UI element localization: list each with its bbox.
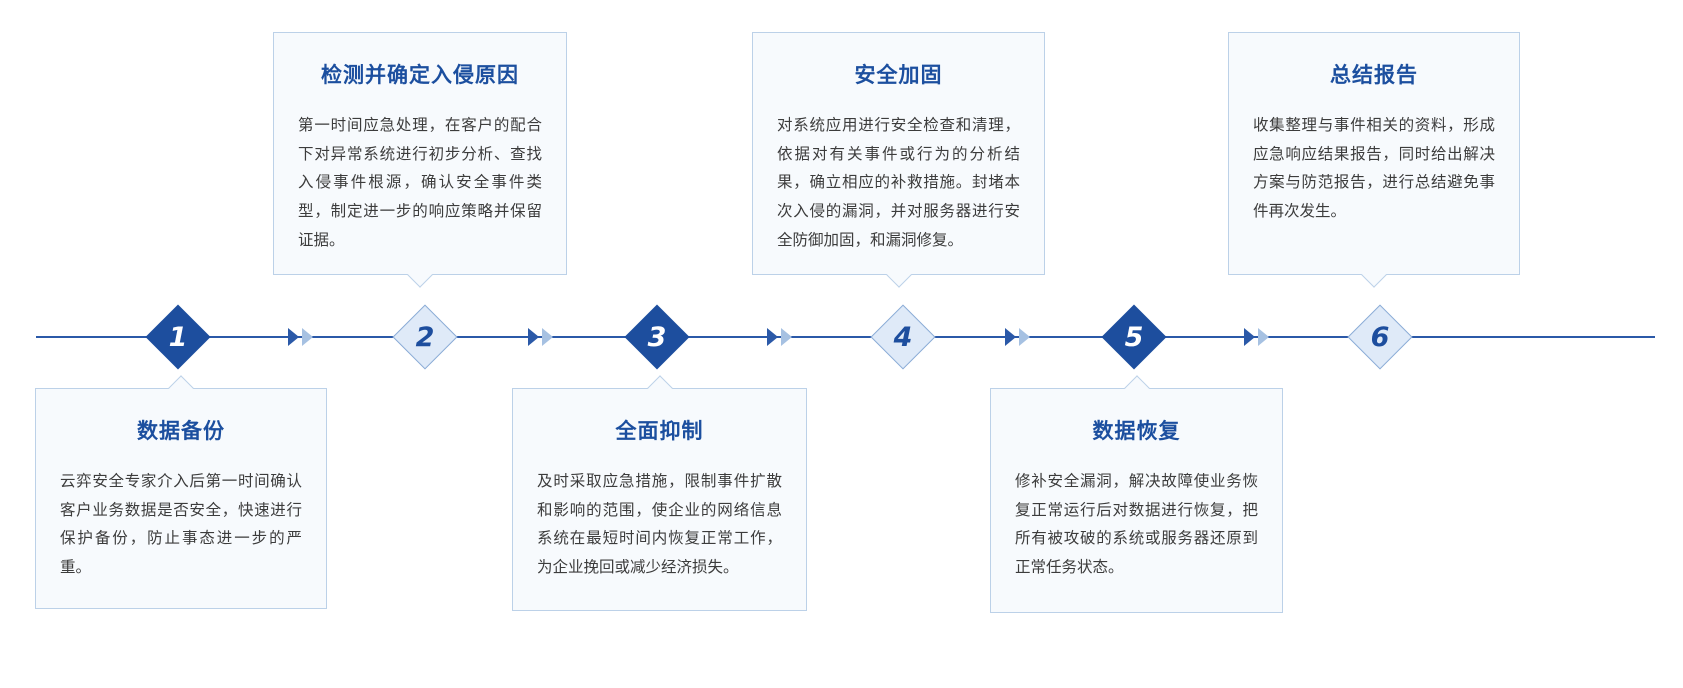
step-node-6: 6 (1344, 301, 1416, 373)
step-node-4: 4 (867, 301, 939, 373)
step-body: 对系统应用进行安全检查和清理，依据对有关事件或行为的分析结果，确立相应的补救措施… (777, 116, 1020, 249)
step-number: 3 (647, 321, 667, 353)
step-card-6: 总结报告 收集整理与事件相关的资料，形成应急响应结果报告，同时给出解决方案与防范… (1228, 32, 1520, 288)
step-title: 数据备份 (137, 419, 225, 443)
step-title: 总结报告 (1330, 63, 1418, 87)
arrow-icon (1241, 326, 1273, 348)
card-pointer-down (885, 262, 912, 288)
timeline-axis (36, 336, 1655, 338)
step-body: 及时采取应急措施，限制事件扩散和影响的范围，使企业的网络信息系统在最短时间内恢复… (537, 472, 782, 577)
step-card-5: 数据恢复 修补安全漏洞，解决故障使业务恢复正常运行后对数据进行恢复，把所有被攻破… (990, 375, 1283, 613)
card-pointer-down (1361, 262, 1387, 288)
step-number: 2 (415, 321, 435, 353)
step-number: 6 (1370, 321, 1390, 353)
step-card-4: 安全加固 对系统应用进行安全检查和清理，依据对有关事件或行为的分析结果，确立相应… (752, 32, 1045, 288)
card-pointer-up (1123, 375, 1150, 401)
card-pointer-up (646, 375, 673, 401)
arrow-icon (1002, 326, 1034, 348)
step-title: 检测并确定入侵原因 (321, 63, 519, 87)
step-node-1: 1 (142, 301, 214, 373)
card-pointer-down (407, 262, 433, 288)
arrow-icon (285, 326, 317, 348)
step-node-5: 5 (1098, 301, 1170, 373)
step-node-2: 2 (389, 301, 461, 373)
step-title: 安全加固 (854, 63, 943, 87)
step-body: 云弈安全专家介入后第一时间确认客户业务数据是否安全，快速进行保护备份，防止事态进… (60, 472, 302, 577)
step-body: 修补安全漏洞，解决故障使业务恢复正常运行后对数据进行恢复，把所有被攻破的系统或服… (1015, 472, 1258, 577)
arrow-icon (764, 326, 796, 348)
step-card-2: 检测并确定入侵原因 第一时间应急处理，在客户的配合下对异常系统进行初步分析、查找… (273, 32, 567, 288)
step-body: 收集整理与事件相关的资料，形成应急响应结果报告，同时给出解决方案与防范报告，进行… (1253, 116, 1495, 221)
step-card-1: 数据备份 云弈安全专家介入后第一时间确认客户业务数据是否安全，快速进行保护备份，… (35, 375, 327, 609)
step-card-3: 全面抑制 及时采取应急措施，限制事件扩散和影响的范围，使企业的网络信息系统在最短… (512, 375, 807, 611)
step-number: 4 (893, 321, 913, 353)
card-pointer-up (168, 375, 194, 401)
step-title: 数据恢复 (1092, 419, 1181, 443)
arrow-icon (525, 326, 557, 348)
step-number: 1 (168, 321, 188, 353)
step-node-3: 3 (621, 301, 693, 373)
step-title: 全面抑制 (615, 419, 704, 443)
step-number: 5 (1124, 321, 1144, 353)
step-body: 第一时间应急处理，在客户的配合下对异常系统进行初步分析、查找入侵事件根源，确认安… (298, 116, 542, 249)
